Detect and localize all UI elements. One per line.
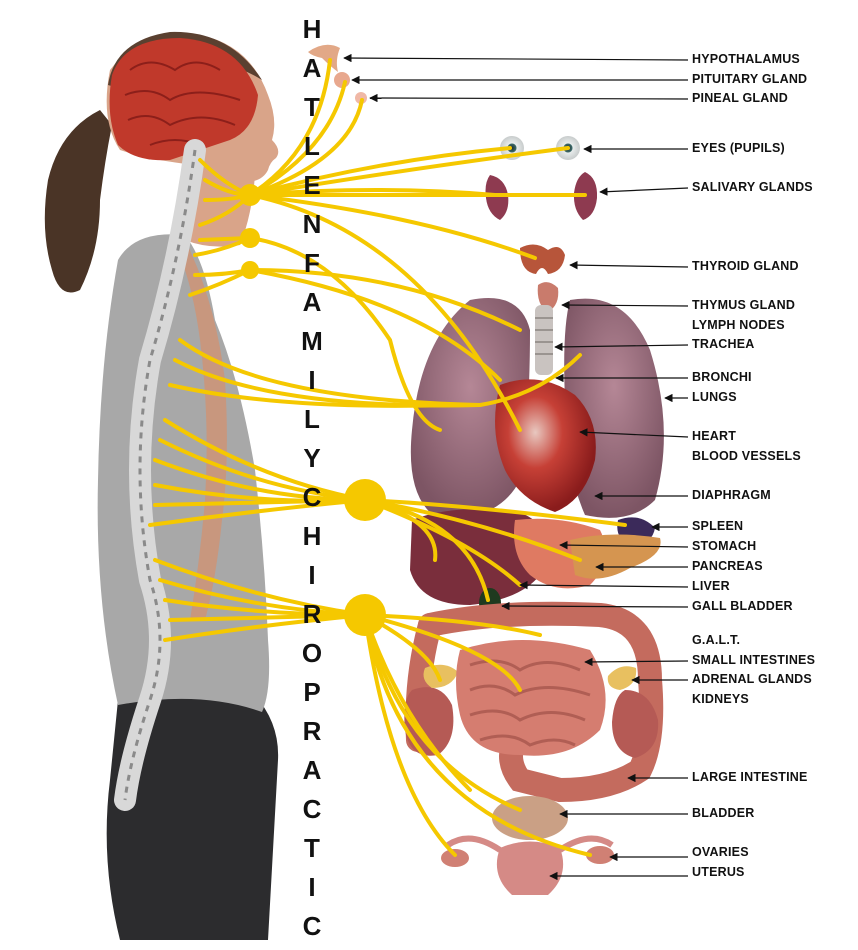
label-bladder: BLADDER (692, 806, 755, 820)
vertical-letter: I (308, 365, 316, 395)
kidney-left (404, 687, 454, 756)
label-heart: HEART (692, 429, 737, 443)
pants (106, 677, 279, 940)
label-lungs: LUNGS (692, 390, 737, 404)
vertical-letter: I (308, 872, 316, 902)
vertical-letter: H (302, 14, 322, 44)
vertical-letter: P (303, 677, 321, 707)
vertical-letter: A (302, 755, 322, 785)
vertical-letter: R (302, 599, 322, 629)
label-small-intestines: SMALL INTESTINES (692, 653, 816, 667)
label-ovaries: OVARIES (692, 845, 749, 859)
thyroid-gland (520, 244, 565, 274)
vertical-letter: C (302, 794, 322, 824)
label-salivary-glands: SALIVARY GLANDS (692, 180, 813, 194)
vertical-letter: L (304, 131, 320, 161)
label-trachea: TRACHEA (692, 337, 755, 351)
label-diaphragm: DIAPHRAGM (692, 488, 771, 502)
vertical-letter: C (302, 482, 322, 512)
label-blood-vessels: BLOOD VESSELS (692, 449, 801, 463)
vertical-letter: L (304, 404, 320, 434)
vertical-letter: A (302, 53, 322, 83)
vertical-letter: M (301, 326, 323, 356)
pineal-gland (355, 92, 367, 104)
label-spleen: SPLEEN (692, 519, 744, 533)
label-hypothalamus: HYPOTHALAMUS (692, 52, 800, 66)
vertical-letter: C (302, 911, 322, 941)
vertical-letter: H (302, 521, 322, 551)
label-pituitary-gland: PITUITARY GLAND (692, 72, 808, 86)
organs (308, 44, 664, 895)
kidney-right (612, 690, 659, 758)
vertical-letter: I (308, 560, 316, 590)
trachea-rings (535, 317, 553, 355)
spine (114, 139, 206, 811)
vertical-letter: T (304, 92, 320, 122)
label-bronchi: BRONCHI (692, 370, 752, 384)
trachea (535, 305, 553, 375)
vertical-letter: E (303, 170, 321, 200)
label-adrenal-glands: ADRENAL GLANDS (692, 672, 812, 686)
uterus (496, 841, 564, 895)
label-liver: LIVER (692, 579, 730, 593)
pancreas (570, 534, 661, 579)
label-pineal-gland: PINEAL GLAND (692, 91, 788, 105)
nerve-network (148, 58, 627, 857)
vertical-letter: N (302, 209, 322, 239)
label-large-intestine: LARGE INTESTINE (692, 770, 808, 784)
large-intestine (418, 601, 664, 803)
label-gall-bladder: GALL BLADDER (692, 599, 793, 613)
thymus-gland (537, 282, 559, 312)
ponytail (44, 110, 112, 293)
hypothalamus (308, 44, 340, 72)
vertical-letter: Y (303, 443, 321, 473)
salivary-gland-left (485, 175, 509, 220)
label-thyroid-gland: THYROID GLAND (692, 259, 799, 273)
pituitary-gland (334, 72, 350, 88)
adrenal-gland-right (607, 666, 637, 690)
label-stomach: STOMACH (692, 539, 757, 553)
label-thymus-gland: THYMUS GLAND (692, 298, 796, 312)
label-pancreas: PANCREAS (692, 559, 763, 573)
ovary-right (586, 846, 614, 864)
label-eyes: EYES (PUPILS) (692, 141, 785, 155)
ovary-left (441, 849, 469, 867)
nerve-ganglia (239, 184, 386, 636)
vertical-letter: F (304, 248, 320, 278)
brain (109, 38, 258, 161)
vertical-letter: T (304, 833, 320, 863)
label-galt: G.A.L.T. (692, 633, 741, 647)
label-kidneys: KIDNEYS (692, 692, 749, 706)
label-lymph-nodes: LYMPH NODES (692, 318, 785, 332)
arm (175, 240, 227, 620)
label-uterus: UTERUS (692, 865, 745, 879)
lung-left (410, 298, 530, 520)
vertical-letter: A (302, 287, 322, 317)
heart (495, 379, 596, 512)
vertical-letter: O (301, 638, 323, 668)
vertical-letter: R (302, 716, 322, 746)
small-intestines (456, 640, 606, 756)
pointer-arrows (343, 53, 689, 881)
